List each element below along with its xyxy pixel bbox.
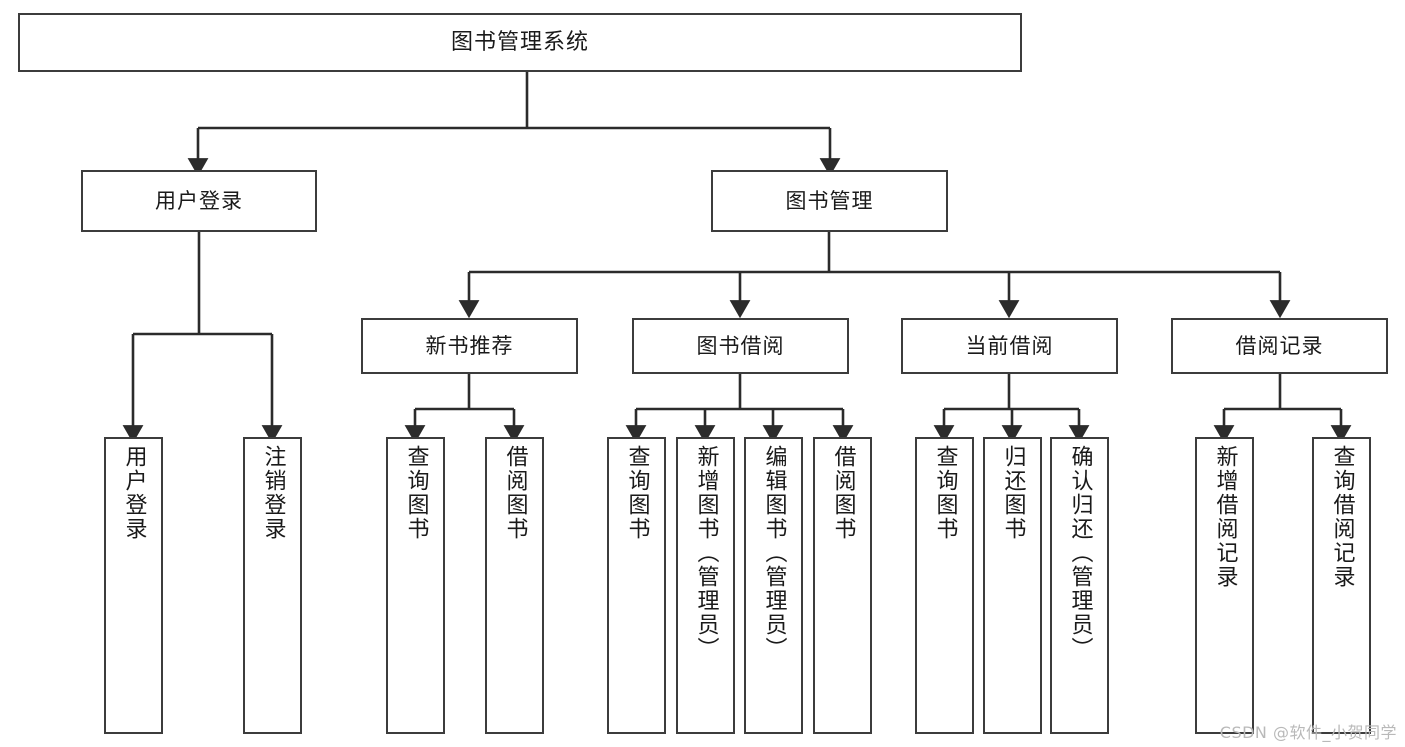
node-leaf-query-book-3[interactable]: 查询图书 (915, 437, 974, 734)
node-leaf-logout-login[interactable]: 注销登录 (243, 437, 302, 734)
node-user-login[interactable]: 用户登录 (81, 170, 317, 232)
node-current-borrow-label: 当前借阅 (965, 333, 1054, 358)
node-borrow-record[interactable]: 借阅记录 (1171, 318, 1388, 374)
node-user-login-label: 用户登录 (155, 188, 243, 213)
node-root[interactable]: 图书管理系统 (18, 13, 1022, 72)
node-leaf-add-book[interactable]: 新增图书（管理员） (676, 437, 735, 734)
node-leaf-query-record-label: 查询借阅记录 (1329, 445, 1355, 589)
node-leaf-borrow-book-1[interactable]: 借阅图书 (485, 437, 544, 734)
node-leaf-return-book-label: 归还图书 (1000, 445, 1026, 541)
node-leaf-query-book-2[interactable]: 查询图书 (607, 437, 666, 734)
node-leaf-query-record[interactable]: 查询借阅记录 (1312, 437, 1371, 734)
node-book-management[interactable]: 图书管理 (711, 170, 948, 232)
node-book-borrow-label: 图书借阅 (696, 333, 785, 358)
node-leaf-borrow-book-1-label: 借阅图书 (502, 445, 528, 541)
node-leaf-borrow-book-2-label: 借阅图书 (830, 445, 856, 541)
node-leaf-return-book[interactable]: 归还图书 (983, 437, 1042, 734)
node-leaf-query-book-2-label: 查询图书 (624, 445, 650, 541)
node-leaf-user-login[interactable]: 用户登录 (104, 437, 163, 734)
node-leaf-confirm-return[interactable]: 确认归还（管理员） (1050, 437, 1109, 734)
node-leaf-add-record[interactable]: 新增借阅记录 (1195, 437, 1254, 734)
node-leaf-borrow-book-2[interactable]: 借阅图书 (813, 437, 872, 734)
node-book-management-label: 图书管理 (785, 188, 874, 213)
node-leaf-logout-login-label: 注销登录 (260, 445, 286, 541)
node-leaf-confirm-return-label: 确认归还（管理员） (1067, 445, 1093, 661)
node-borrow-record-label: 借阅记录 (1235, 333, 1324, 358)
node-leaf-query-book-1-label: 查询图书 (403, 445, 429, 541)
node-leaf-add-book-label: 新增图书（管理员） (693, 445, 719, 661)
node-root-label: 图书管理系统 (450, 29, 589, 55)
node-leaf-edit-book[interactable]: 编辑图书（管理员） (744, 437, 803, 734)
node-leaf-query-book-3-label: 查询图书 (932, 445, 958, 541)
watermark-text: CSDN @软件_小贺同学 (1219, 723, 1397, 742)
node-new-book-recommend-label: 新书推荐 (425, 333, 514, 358)
node-leaf-query-book-1[interactable]: 查询图书 (386, 437, 445, 734)
node-current-borrow[interactable]: 当前借阅 (901, 318, 1118, 374)
node-leaf-add-record-label: 新增借阅记录 (1212, 445, 1238, 589)
node-new-book-recommend[interactable]: 新书推荐 (361, 318, 578, 374)
node-book-borrow[interactable]: 图书借阅 (632, 318, 849, 374)
node-leaf-user-login-label: 用户登录 (121, 445, 147, 541)
node-leaf-edit-book-label: 编辑图书（管理员） (761, 445, 787, 661)
